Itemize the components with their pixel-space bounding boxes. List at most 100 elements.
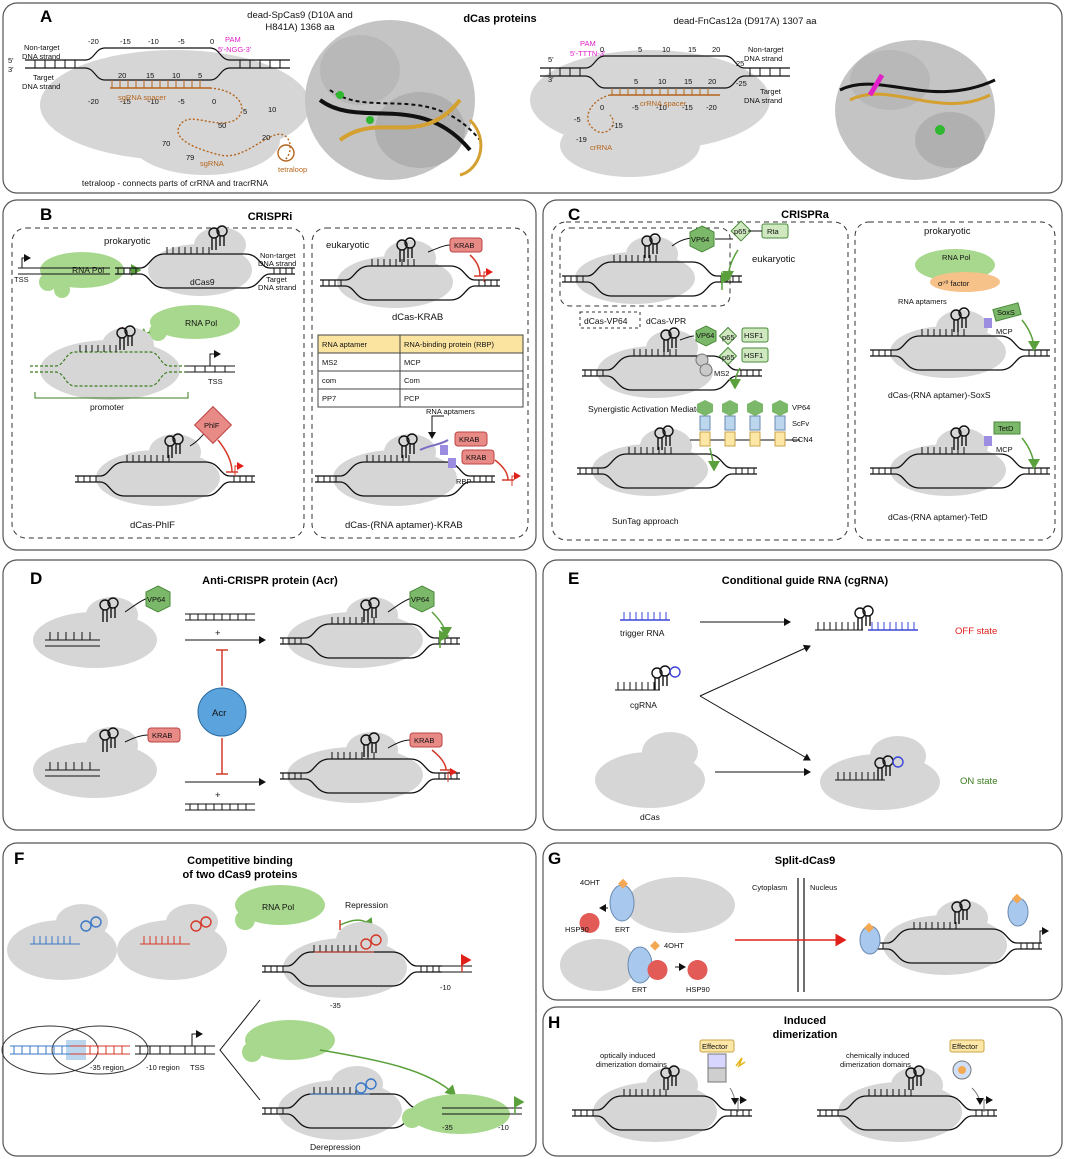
svg-text:-10: -10 <box>148 37 159 46</box>
f-rna-pol-2 <box>245 1020 335 1060</box>
panel-h-letter: H <box>548 1013 560 1032</box>
fncas12a-5prime: 5' <box>548 55 554 64</box>
c-prokaryotic-label: prokaryotic <box>924 226 971 237</box>
c-sam-p65-label-1: p65 <box>722 333 735 342</box>
spcas9-label-2: H841A) 1368 aa <box>265 22 335 33</box>
h-chemical-label-1: chemically induced <box>846 1051 909 1060</box>
e-cgrna-label: cgRNA <box>630 700 657 710</box>
c-sam-p65-2 <box>718 346 738 366</box>
tetraloop-label: tetraloop <box>278 165 307 174</box>
panel-h-title-2: dimerization <box>773 1029 838 1041</box>
b-krab-label: KRAB <box>454 241 474 250</box>
h-opt-domain-2 <box>707 1067 727 1083</box>
b-promoter-dna <box>30 345 235 387</box>
g-4oht-1 <box>618 878 628 889</box>
fncas12a-target-strand: DNA strand <box>744 96 782 105</box>
c-mcp-label-1: MCP <box>996 327 1013 336</box>
svg-text:-20: -20 <box>706 103 717 112</box>
g-ert-label-2: ERT <box>632 985 647 994</box>
d-krab-protein-1 <box>147 727 181 743</box>
pam-tttn-label: PAM <box>580 39 596 48</box>
spcas9-nontarget: Non-target <box>24 43 60 52</box>
svg-text:5: 5 <box>634 77 638 86</box>
f-m10-2: -10 <box>498 1123 509 1132</box>
sgrna-numbers: 5 10 20 50 70 79 <box>162 105 276 162</box>
fncas12a-blob-lower <box>560 113 700 177</box>
svg-text:70: 70 <box>162 139 170 148</box>
c-vp64-protein <box>689 225 715 253</box>
b-aptamer-table: RNA aptamer RNA-binding protein (RBP) MS… <box>317 334 524 408</box>
c-p65-label: p65 <box>734 227 747 236</box>
c-rna-aptamers-label: RNA aptamers <box>898 297 947 306</box>
c-sam-hsf1-label-2: HSF1 <box>744 351 763 360</box>
crrna-numbers: -5 -15 -19 <box>574 115 623 144</box>
b-target-strand: DNA strand <box>258 283 296 292</box>
c-sigma-label: σ⁷⁰ factor <box>938 279 970 288</box>
c-sam-label: Synergistic Activation Mediator <box>588 404 704 414</box>
svg-text:-15: -15 <box>120 37 131 46</box>
table-cell: MCP <box>404 358 421 367</box>
fncas12a-structure <box>835 40 996 180</box>
spcas9-target-strand: DNA strand <box>22 82 60 91</box>
svg-text:0: 0 <box>212 97 216 106</box>
c-ms2-label: MS2 <box>714 369 729 378</box>
fncas12a-nontarget-strand: DNA strand <box>744 54 782 63</box>
crrna-spacer-label: crRNA spacer <box>640 99 687 108</box>
b-promoter-label: promoter <box>90 402 124 412</box>
spcas9-label-1: dead-SpCas9 (D10A and <box>247 10 353 21</box>
d-plus-1: + <box>215 628 221 639</box>
b-krab-protein <box>449 237 483 253</box>
panel-d-letter: D <box>30 569 42 588</box>
c-scfv-label: ScFv <box>792 419 809 428</box>
svg-text:5: 5 <box>243 107 247 116</box>
g-hsp90-label-1: HSP90 <box>565 925 589 934</box>
d-vp64-label-2: VP64 <box>411 595 429 604</box>
c-eukaryotic-label: eukaryotic <box>752 254 796 265</box>
pam-ngg-seq: 5'-NGG-3' <box>218 45 252 54</box>
svg-text:-15: -15 <box>682 103 693 112</box>
svg-text:79: 79 <box>186 153 194 162</box>
c-rna-pol-label: RNA Pol <box>942 253 971 262</box>
panel-h-title-1: Induced <box>784 1015 826 1027</box>
b-target: Target <box>266 275 288 284</box>
svg-text:25: 25 <box>736 59 744 68</box>
svg-text:20: 20 <box>708 77 716 86</box>
b-eukaryotic-box <box>311 227 529 539</box>
svg-text:10: 10 <box>172 71 180 80</box>
table-cell: PCP <box>404 394 419 403</box>
spcas9-dna <box>25 47 295 162</box>
spcas9-bottom-ticks: -20 -15 -10 -5 0 <box>88 97 216 106</box>
svg-text:-5: -5 <box>178 97 185 106</box>
fncas12a-top-ticks: 0 5 10 15 20 25 <box>600 45 744 68</box>
c-dcas-soxs-label: dCas-(RNA aptamer)-SoxS <box>888 390 991 400</box>
b-aptkrab-krab-label-2: KRAB <box>466 453 486 462</box>
panel-c-frame <box>542 199 1063 551</box>
table-header-rbp: RNA-binding protein (RBP) <box>404 340 495 349</box>
b-aptkrab-krab-label-1: KRAB <box>459 435 479 444</box>
f-10-region: -10 region <box>146 1063 180 1072</box>
f-rna-pol-label: RNA Pol <box>262 902 294 912</box>
panel-f-title-1: Competitive binding <box>187 855 293 867</box>
h-optical-label-1: optically induced <box>600 1051 655 1060</box>
c-soxs-label: SoxS <box>997 308 1015 317</box>
h-chemical-label-2: dimerization domains <box>840 1060 911 1069</box>
panel-c-letter: C <box>568 205 580 224</box>
c-dcas-vp64-box <box>579 311 641 329</box>
table-cell: com <box>322 376 336 385</box>
d-acr-protein[interactable] <box>197 687 247 737</box>
svg-text:-10: -10 <box>148 97 159 106</box>
g-cytoplasm: Cytoplasm <box>752 883 787 892</box>
sgrna-label: sgRNA <box>200 159 224 168</box>
c-vp64-label: VP64 <box>691 235 709 244</box>
e-off-state: OFF state <box>955 626 997 637</box>
b-rbp-label: RBP <box>456 477 471 486</box>
g-hsp90-label-2: HSP90 <box>686 985 710 994</box>
h-optical-label-2: dimerization domains <box>596 1060 667 1069</box>
panel-a-letter: A <box>40 7 52 26</box>
panel-e: E Conditional guide RNA (cgRNA) trigger … <box>542 559 1063 831</box>
spcas9-nontarget-strand: DNA strand <box>22 52 60 61</box>
h-opt-domain-1 <box>707 1053 727 1069</box>
panel-g-title: Split-dCas9 <box>775 855 836 867</box>
svg-text:15: 15 <box>688 45 696 54</box>
